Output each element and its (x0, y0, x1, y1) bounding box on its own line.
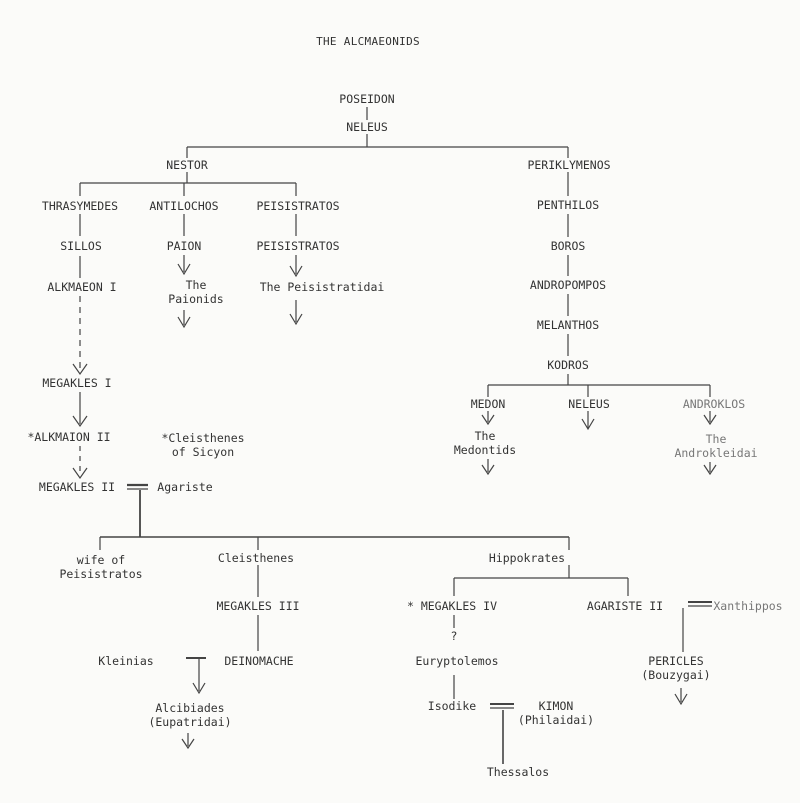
uncertain-link-mark: ? (450, 629, 458, 643)
person-melanthos: MELANTHOS (536, 318, 600, 332)
person-isodike: Isodike (427, 699, 477, 713)
person-megakles-1: MEGAKLES I (42, 376, 112, 390)
person-deinomache: DEINOMACHE (224, 654, 294, 668)
person-periklymenos: PERIKLYMENOS (527, 158, 611, 172)
person-peisistratos-2: PEISISTRATOS (256, 239, 340, 253)
diagram-title: THE ALCMAEONIDS (316, 35, 420, 48)
person-neleus: NELEUS (346, 120, 388, 134)
person-neleus-2: NELEUS (568, 397, 610, 411)
person-poseidon: POSEIDON (339, 92, 395, 106)
person-penthilos: PENTHILOS (536, 198, 600, 212)
person-medon: MEDON (470, 397, 506, 411)
person-alcibiades: Alcibiades(Eupatridai) (148, 701, 232, 729)
person-androklos: ANDROKLOS (682, 397, 746, 411)
person-megakles-2: MEGAKLES II (38, 480, 116, 494)
person-kleinias: Kleinias (98, 654, 154, 668)
person-hippokrates: Hippokrates (488, 551, 566, 565)
person-megakles-4: * MEGAKLES IV (406, 599, 498, 613)
person-boros: BOROS (550, 239, 586, 253)
person-cleisthenes: Cleisthenes (217, 551, 295, 565)
person-alkmaion-2: *ALKMAION II (27, 430, 111, 444)
person-sillos: SILLOS (60, 239, 102, 253)
person-kodros: KODROS (547, 358, 589, 372)
person-euryptolemos: Euryptolemos (415, 654, 499, 668)
person-nestor: NESTOR (166, 158, 208, 172)
person-antilochos: ANTILOCHOS (149, 199, 219, 213)
person-paion: PAION (166, 239, 202, 253)
person-agariste: Agariste (157, 480, 213, 494)
person-pericles: PERICLES(Bouzygai) (641, 654, 711, 682)
person-thessalos: Thessalos (486, 765, 550, 779)
person-peisistratos-1: PEISISTRATOS (256, 199, 340, 213)
person-agariste-2: AGARISTE II (586, 599, 664, 613)
person-thrasymedes: THRASYMEDES (41, 199, 119, 213)
person-megakles-3: MEGAKLES III (216, 599, 300, 613)
group-peisistratidai: The Peisistratidai (259, 280, 385, 294)
person-alkmaeon-1: ALKMAEON I (47, 280, 117, 294)
person-andropompos: ANDROPOMPOS (529, 278, 607, 292)
person-xanthippos: Xanthippos (713, 599, 783, 613)
person-kimon: KIMON(Philaidai) (517, 699, 595, 727)
